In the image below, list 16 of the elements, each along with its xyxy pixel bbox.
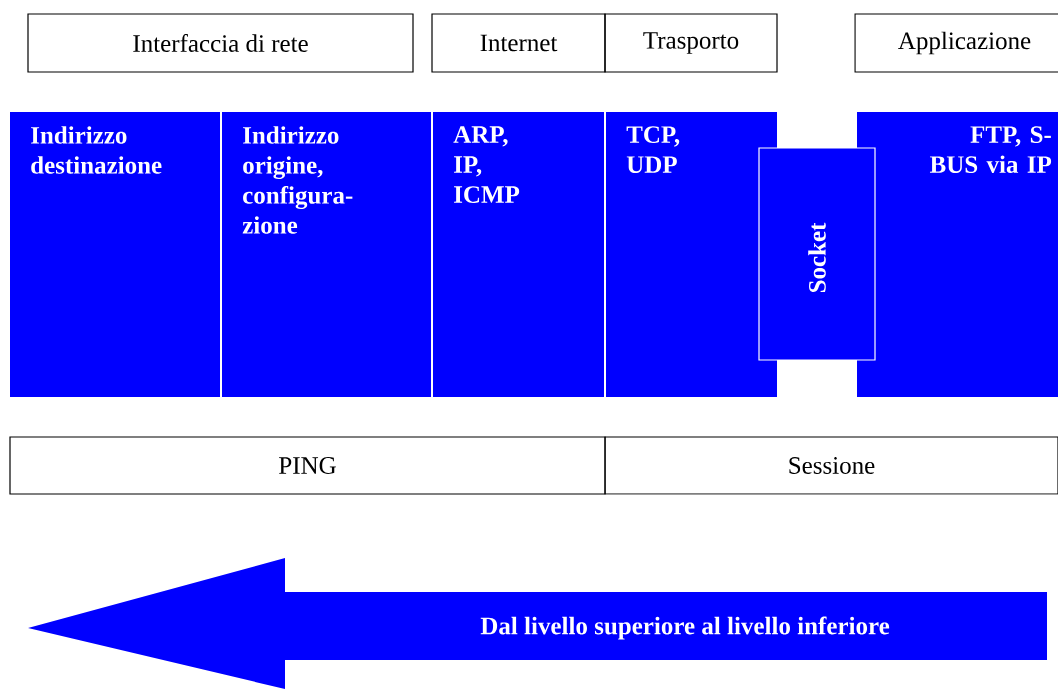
layer-box: PING xyxy=(9,436,606,495)
node-label: ARP, IP, ICMP xyxy=(453,126,520,203)
node-label: TCP, UDP xyxy=(626,126,680,173)
layer-box: Sessione xyxy=(604,436,1058,495)
node-label: FTP, S-BUS via IP xyxy=(929,126,1052,174)
node-label: Indirizzo origine, configura- zione xyxy=(242,126,353,234)
layer-box: Trasporto xyxy=(604,13,778,73)
socket-box: Socket xyxy=(758,147,876,361)
layer-box: Applicazione xyxy=(854,13,1058,73)
protocol-box: Indirizzo destinazione xyxy=(10,112,220,397)
protocol-box: Indirizzo origine, configura- zione xyxy=(222,112,431,397)
protocol-box: ARP, IP, ICMP xyxy=(433,112,604,397)
layer-box: Interfaccia di rete xyxy=(27,13,414,73)
node-label: Indirizzo destinazione xyxy=(31,126,162,174)
protocol-box: TCP, UDP xyxy=(606,112,777,397)
layer-box: Internet xyxy=(431,13,606,73)
